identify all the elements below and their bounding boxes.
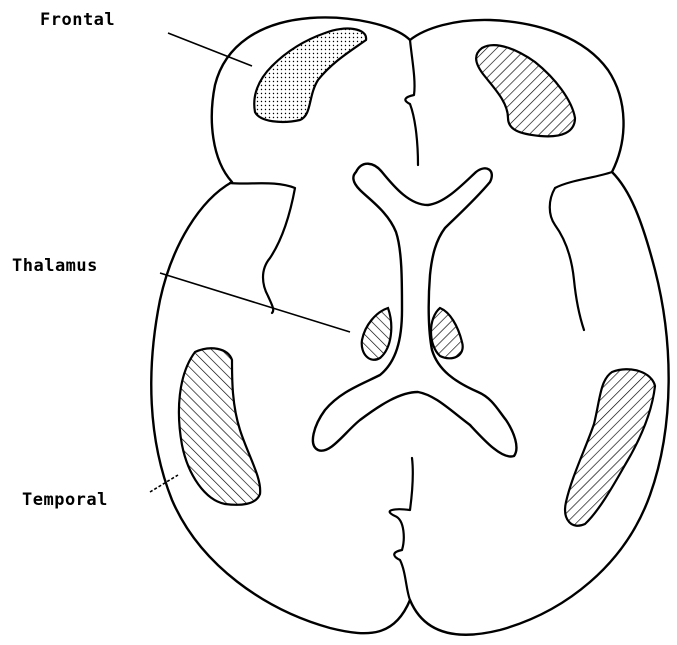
frontal-label: Frontal bbox=[40, 10, 115, 30]
temporal-label: Temporal bbox=[22, 490, 108, 510]
thalamus-label: Thalamus bbox=[12, 256, 98, 276]
